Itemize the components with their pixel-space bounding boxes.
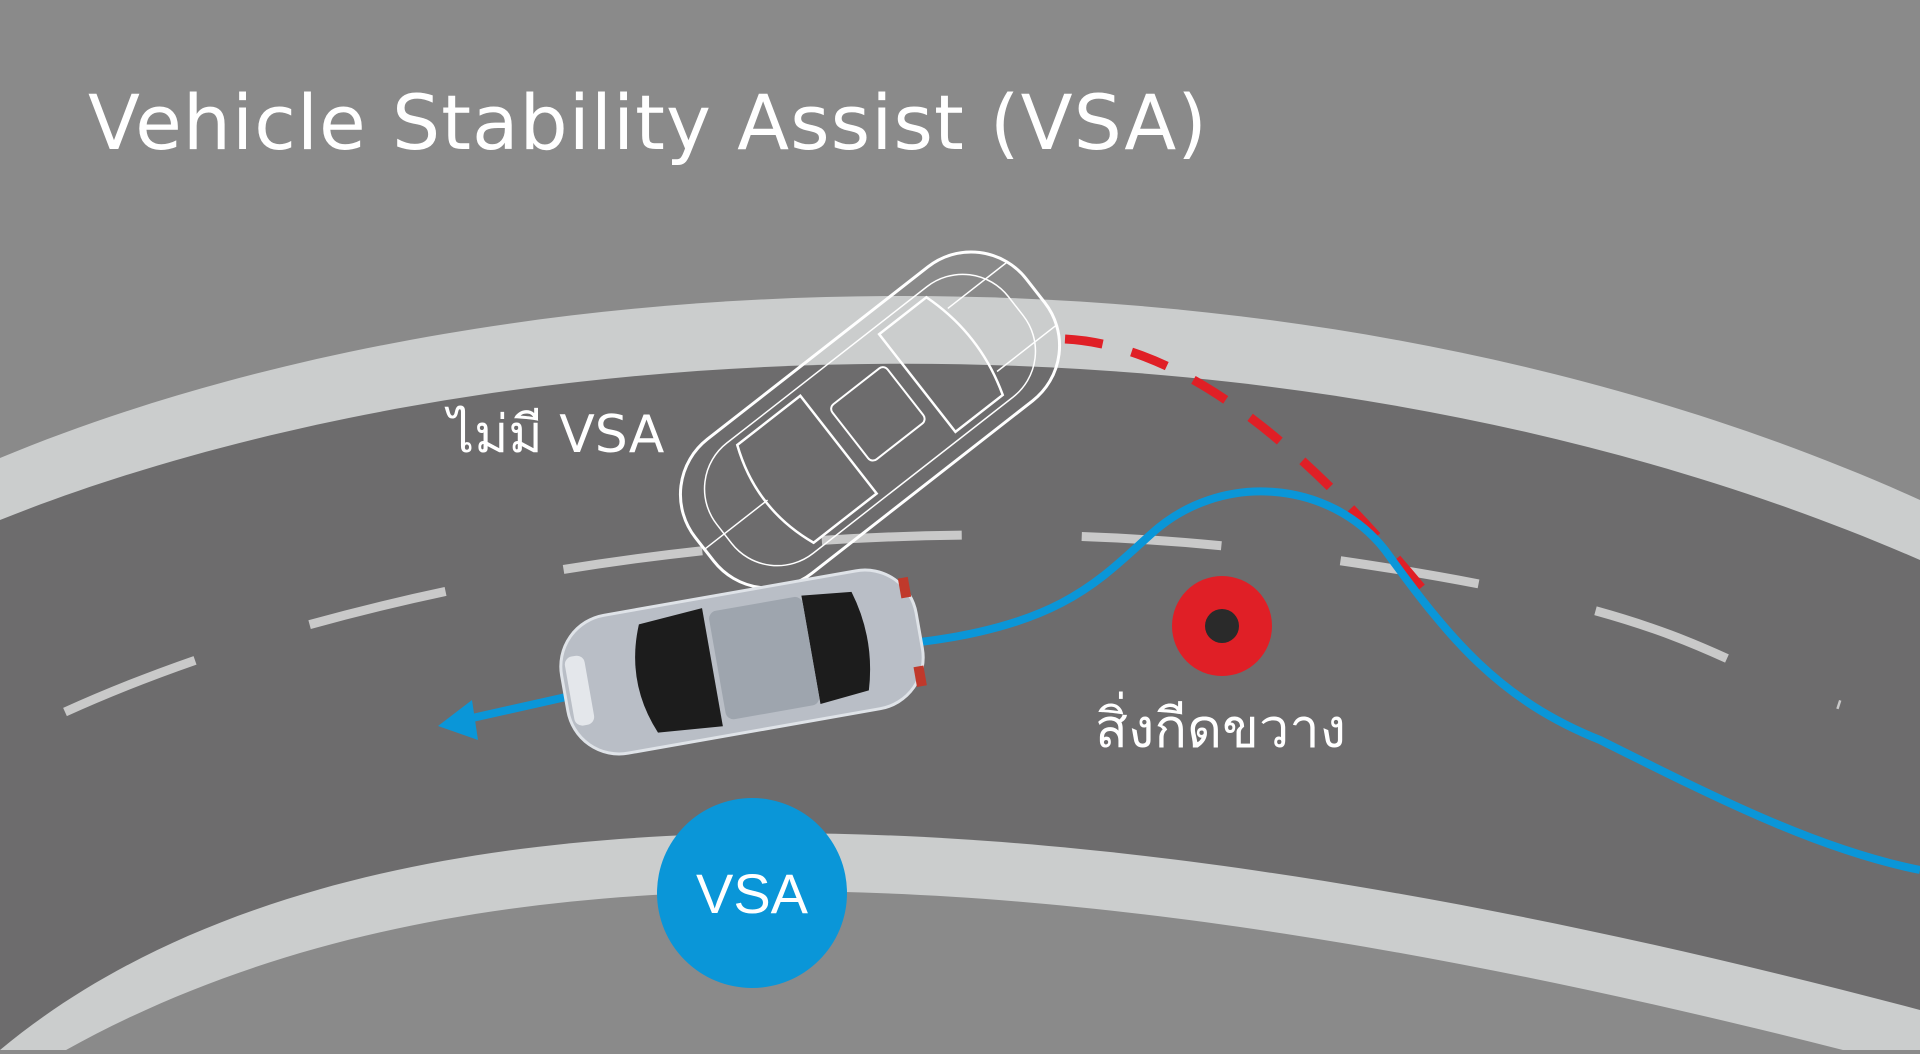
page-title: Vehicle Stability Assist (VSA)	[88, 78, 1208, 167]
obstacle-label: สิ่งกีดขวาง	[1095, 697, 1347, 760]
vsa-path	[919, 487, 1920, 874]
without-vsa-label: ไม่มี VSA	[448, 405, 665, 465]
vsa-badge: VSA	[657, 798, 847, 988]
inner-ground	[0, 891, 1920, 1054]
vsa-badge-label: VSA	[695, 861, 809, 925]
obstacle-target-icon	[1172, 576, 1272, 676]
car-outline-icon	[678, 250, 1062, 590]
car-icon	[559, 568, 927, 756]
arrow-left-icon	[438, 700, 478, 740]
